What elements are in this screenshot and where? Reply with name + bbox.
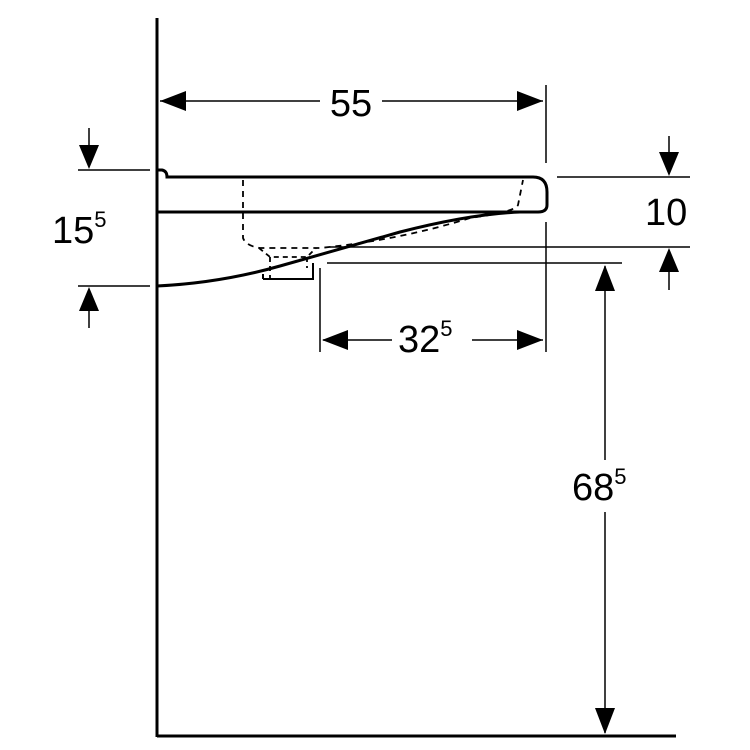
dimension-label-thickness: 155 — [52, 207, 107, 252]
trap-box — [262, 263, 314, 280]
arrow-down-icon — [595, 708, 615, 734]
arrow-right-icon — [517, 91, 543, 111]
dimension-label-width: 55 — [330, 83, 372, 125]
dimension-label-floor-height: 685 — [572, 464, 627, 509]
dimension-label-rim-height: 10 — [645, 192, 687, 234]
bowl-hidden-line — [242, 179, 524, 249]
arrow-up-icon — [659, 248, 679, 272]
arrow-down-icon — [79, 145, 99, 169]
arrow-left-icon — [160, 91, 186, 111]
arrow-up-icon — [79, 287, 99, 311]
basin-outline — [157, 168, 549, 214]
arrow-up-icon — [595, 265, 615, 291]
arrow-left-icon — [322, 330, 348, 350]
dimension-label-drain-offset: 325 — [398, 316, 453, 361]
arrow-down-icon — [659, 152, 679, 176]
arrow-right-icon — [517, 330, 543, 350]
drain-hidden-line — [258, 247, 317, 278]
basin-underside — [156, 210, 521, 288]
